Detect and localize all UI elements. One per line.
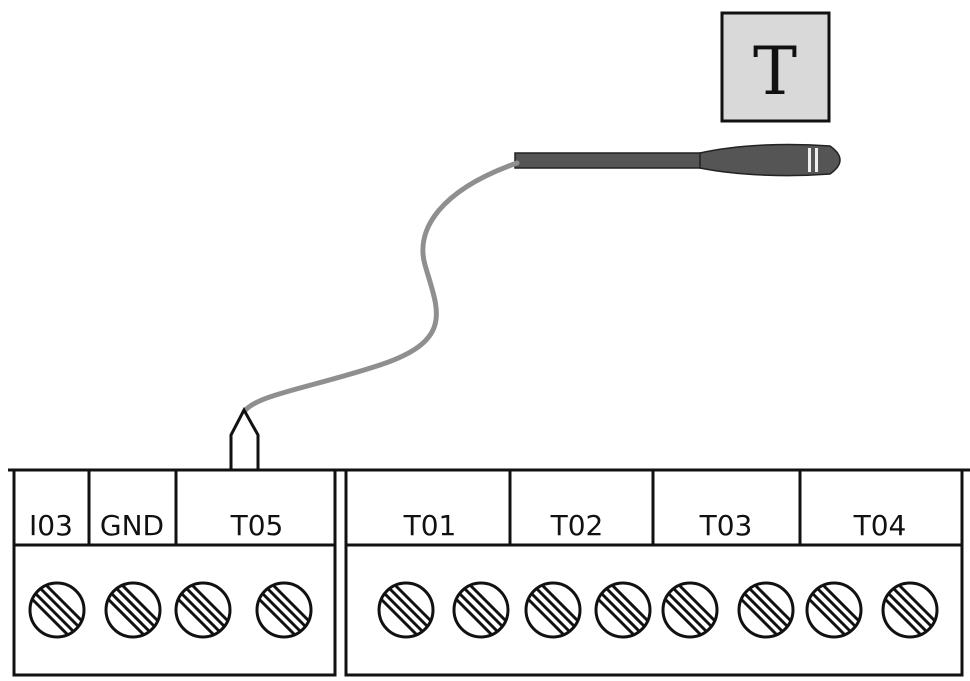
screw-terminal[interactable] — [881, 581, 939, 639]
terminal-label-t04: T04 — [853, 509, 907, 542]
screw-icon — [452, 581, 510, 639]
screw-terminal[interactable] — [28, 581, 86, 639]
terminal-label-i03: I03 — [29, 509, 73, 542]
sensor-symbol: T — [720, 11, 831, 123]
wire-pin — [229, 406, 260, 470]
probe-wire — [241, 160, 520, 415]
screw-icon — [28, 581, 86, 639]
screw-icon — [377, 581, 435, 639]
screw-terminal[interactable] — [174, 581, 232, 639]
terminal-label-t05: T05 — [230, 509, 284, 542]
screw-terminal[interactable] — [661, 581, 719, 639]
temperature-probe — [514, 143, 841, 177]
screw-icon — [524, 581, 582, 639]
screw-terminal[interactable] — [104, 581, 162, 639]
screw-icon — [104, 581, 162, 639]
sensor-symbol-label: T — [753, 33, 797, 110]
screw-terminal[interactable] — [805, 581, 863, 639]
screw-terminal[interactable] — [524, 581, 582, 639]
terminal-label-t03: T03 — [699, 509, 753, 542]
screw-terminal[interactable] — [255, 581, 313, 639]
probe-band-1 — [808, 148, 811, 172]
screw-icon — [255, 581, 313, 639]
screw-terminal[interactable] — [737, 581, 795, 639]
screw-terminal[interactable] — [594, 581, 652, 639]
left-terminal-block: I03 GND T05 — [12, 468, 337, 677]
terminal-label-t02: T02 — [550, 509, 604, 542]
probe-band-2 — [815, 148, 818, 172]
sensor-symbol-box — [720, 11, 831, 123]
screw-icon — [881, 581, 939, 639]
probe-tip — [699, 143, 841, 177]
terminal-label-t01: T01 — [403, 509, 457, 542]
screw-icon — [174, 581, 232, 639]
right-terminal-block: T01 T02 T03 T04 — [344, 468, 964, 677]
screw-icon — [737, 581, 795, 639]
screw-icon — [805, 581, 863, 639]
screw-terminal[interactable] — [377, 581, 435, 639]
screw-icon — [661, 581, 719, 639]
screw-icon — [594, 581, 652, 639]
probe-shaft — [514, 152, 716, 169]
screw-terminal[interactable] — [452, 581, 510, 639]
terminal-label-gnd: GND — [100, 509, 164, 542]
